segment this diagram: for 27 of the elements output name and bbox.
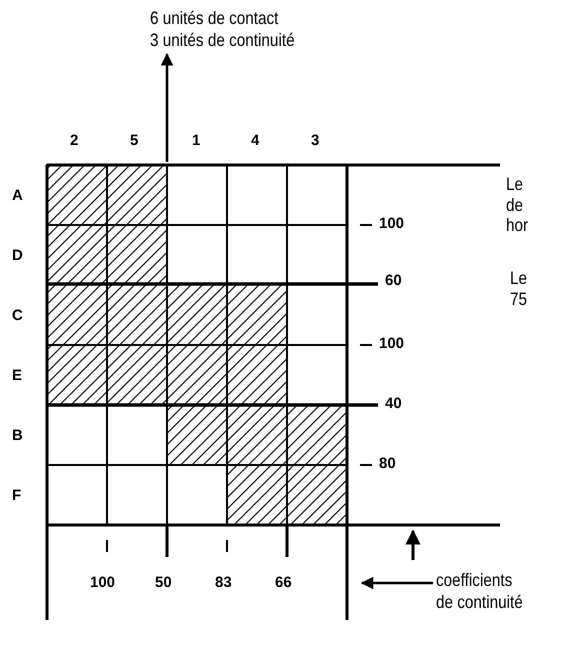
scale-value: 80 [379,455,396,472]
column-number: 1 [192,132,200,150]
coefficient-value: 50 [155,574,172,592]
side-note: Le de hor [506,174,530,236]
boundary-value: 60 [385,272,402,290]
row-letter: B [12,427,23,444]
side-note: Le 75 [510,268,528,310]
column-number: 4 [251,132,260,150]
row-letter: C [12,307,23,324]
scale-value: 100 [379,215,404,232]
coefficient-value: 83 [215,574,232,592]
coefficient-value: 66 [275,574,292,592]
annotation-text: 6 unités de contact [150,8,280,30]
column-number: 3 [311,132,320,150]
arrow [160,52,174,162]
column-number: 5 [130,132,138,150]
row-letter: D [12,247,23,264]
coefficient-value: 100 [90,574,116,592]
column-number: 2 [70,132,78,150]
boundary-value: 40 [385,395,402,412]
annotation-text: 3 unités de continuité [150,30,296,52]
scale-value: 100 [379,335,404,352]
row-letter: E [12,367,22,384]
row-letter: A [12,187,23,204]
annotation-text: coefficients de continuité [436,570,524,614]
row-letter: F [12,487,22,504]
arrow [360,576,433,590]
